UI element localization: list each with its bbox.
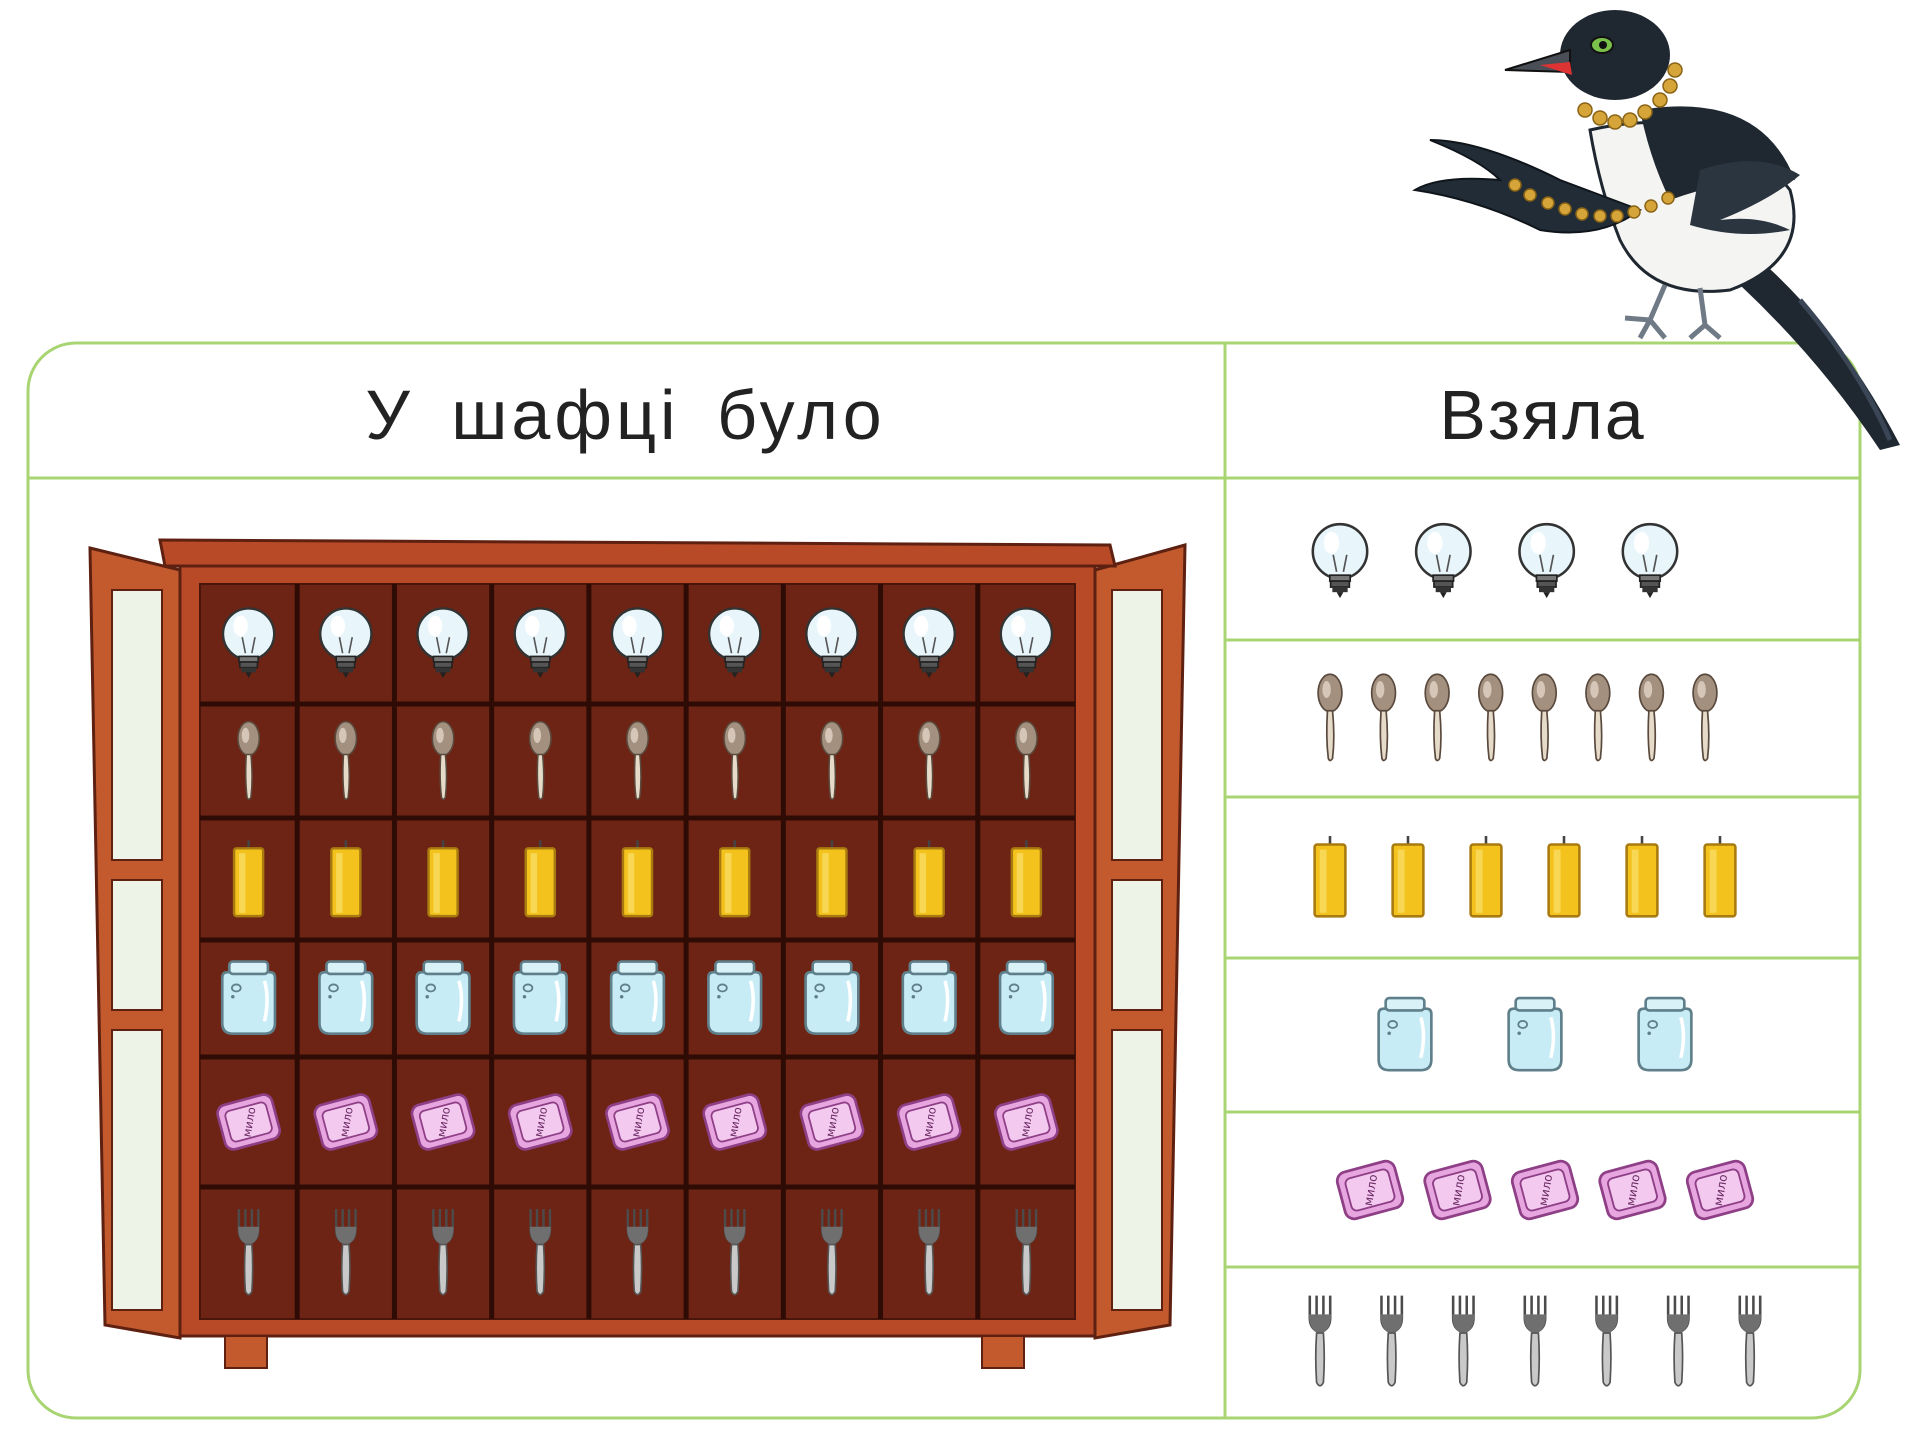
candle-icon bbox=[913, 839, 945, 918]
candle-icon bbox=[816, 839, 848, 918]
jar-icon bbox=[901, 959, 958, 1036]
jar-icon bbox=[512, 959, 569, 1036]
cabinet bbox=[88, 538, 1187, 1369]
candle-icon bbox=[330, 839, 362, 918]
cabinet-foot-right bbox=[981, 1335, 1025, 1369]
magpie-illustration bbox=[1412, 10, 1900, 450]
cabinet-top bbox=[158, 538, 1117, 568]
candle-icon bbox=[232, 839, 265, 918]
candle-icon bbox=[718, 839, 751, 918]
candle-icon bbox=[1391, 834, 1425, 918]
jar-icon bbox=[1636, 996, 1694, 1072]
candle-icon bbox=[1703, 834, 1737, 918]
candle-icon bbox=[1469, 834, 1503, 918]
candle-icon bbox=[524, 839, 557, 918]
candle-icon bbox=[1313, 834, 1347, 918]
jar-icon bbox=[414, 959, 472, 1036]
cabinet-foot-left bbox=[224, 1335, 268, 1369]
jar-icon bbox=[998, 959, 1055, 1036]
row-dividers bbox=[1225, 638, 1860, 1269]
header-taken: Взяла bbox=[1439, 376, 1646, 454]
jar-icon bbox=[1506, 996, 1564, 1072]
candle-icon bbox=[1547, 834, 1581, 918]
candle-icon bbox=[427, 839, 459, 918]
candle-icon bbox=[621, 839, 654, 918]
jar-icon bbox=[1376, 996, 1434, 1072]
jar-icon bbox=[706, 959, 763, 1036]
jar-icon bbox=[317, 959, 374, 1036]
jar-icon bbox=[803, 959, 861, 1036]
jar-icon bbox=[220, 959, 277, 1036]
candle-icon bbox=[1625, 834, 1659, 918]
header-was-in-cabinet: У шафці було bbox=[365, 376, 886, 454]
candle-icon bbox=[1010, 839, 1043, 918]
jar-icon bbox=[609, 959, 666, 1036]
